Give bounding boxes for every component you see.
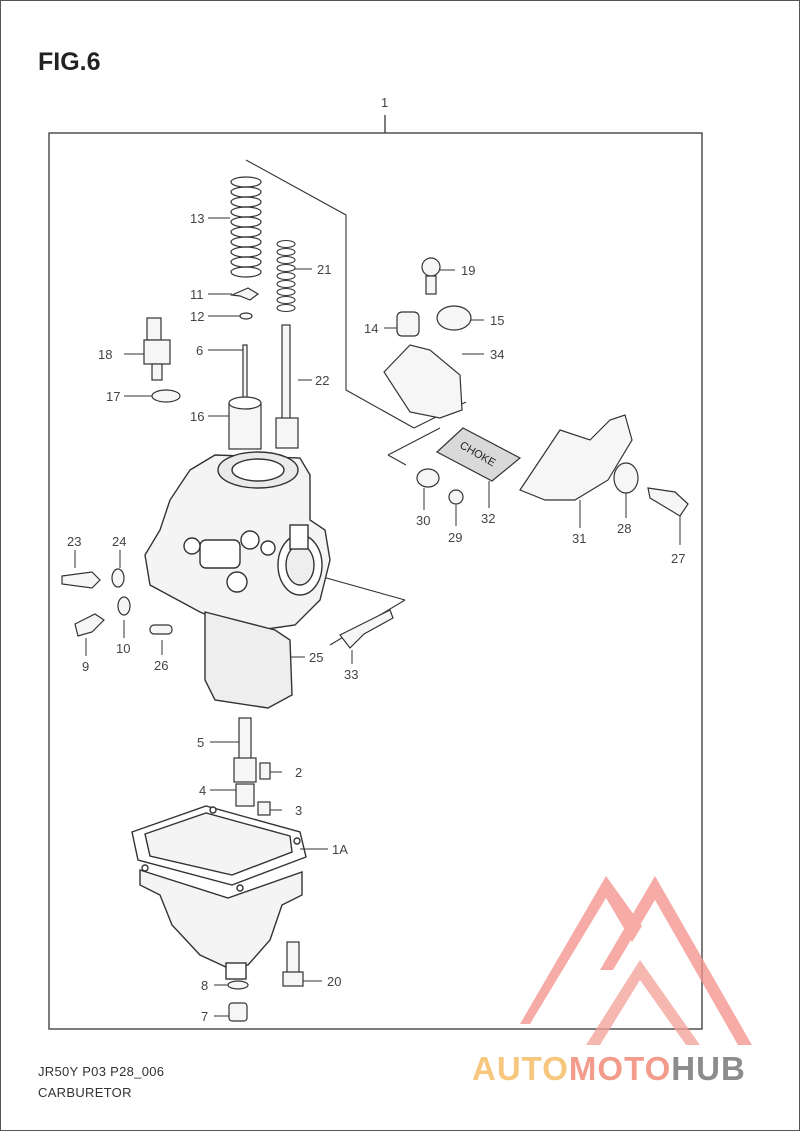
callout-15: 15 [490, 313, 504, 328]
callout-25: 25 [309, 650, 323, 665]
choke-decal: CHOKE [435, 427, 522, 482]
small-parts [61, 257, 689, 1022]
callout-31: 31 [572, 531, 586, 546]
callout-23: 23 [67, 534, 81, 549]
callout-8: 8 [201, 978, 208, 993]
watermark-auto: AUTO [472, 1050, 569, 1087]
callout-4: 4 [199, 783, 206, 798]
float-bowl [131, 805, 307, 980]
callout-11: 11 [190, 287, 204, 302]
figure-code: JR50Y P03 P28_006 [38, 1064, 165, 1079]
callout-9: 9 [82, 659, 89, 674]
figure-title: FIG.6 [38, 48, 101, 76]
callout-33: 33 [344, 667, 358, 682]
watermark-text: AUTOMOTOHUB [472, 1050, 746, 1088]
callout-3: 3 [295, 803, 302, 818]
assembly-frame [48, 115, 703, 1030]
callout-29: 29 [448, 530, 462, 545]
callout-2: 2 [295, 765, 302, 780]
callout-14: 14 [364, 321, 378, 336]
callout-21: 21 [317, 262, 331, 277]
callout-20: 20 [327, 974, 341, 989]
callout-30: 30 [416, 513, 430, 528]
callout-1: 1 [381, 95, 388, 110]
callout-19: 19 [461, 263, 475, 278]
callout-32: 32 [481, 511, 495, 526]
callout-6: 6 [196, 343, 203, 358]
leader-lines [74, 217, 681, 1017]
watermark-moto: MOTO [568, 1050, 672, 1087]
callout-27: 27 [671, 551, 685, 566]
callout-24: 24 [112, 534, 126, 549]
figure-caption: CARBURETOR [38, 1085, 132, 1100]
carburetor-body [144, 451, 331, 709]
callout-34: 34 [490, 347, 504, 362]
starter-spring-21 [276, 239, 296, 313]
automotohub-logo [520, 876, 752, 1045]
callout-12: 12 [190, 309, 204, 324]
callout-16: 16 [190, 409, 204, 424]
callout-labels: 1 13 21 11 12 6 22 16 18 17 19 14 15 34 … [67, 95, 685, 1024]
watermark-hub: HUB [671, 1050, 746, 1087]
callout-10: 10 [116, 641, 130, 656]
callout-7: 7 [201, 1009, 208, 1024]
callout-26: 26 [154, 658, 168, 673]
throttle-spring-13 [230, 176, 262, 278]
callout-5: 5 [197, 735, 204, 750]
callout-13: 13 [190, 211, 204, 226]
callout-28: 28 [617, 521, 631, 536]
callout-18: 18 [98, 347, 112, 362]
callout-1A: 1A [332, 842, 348, 857]
callout-22: 22 [315, 373, 329, 388]
callout-17: 17 [106, 389, 120, 404]
